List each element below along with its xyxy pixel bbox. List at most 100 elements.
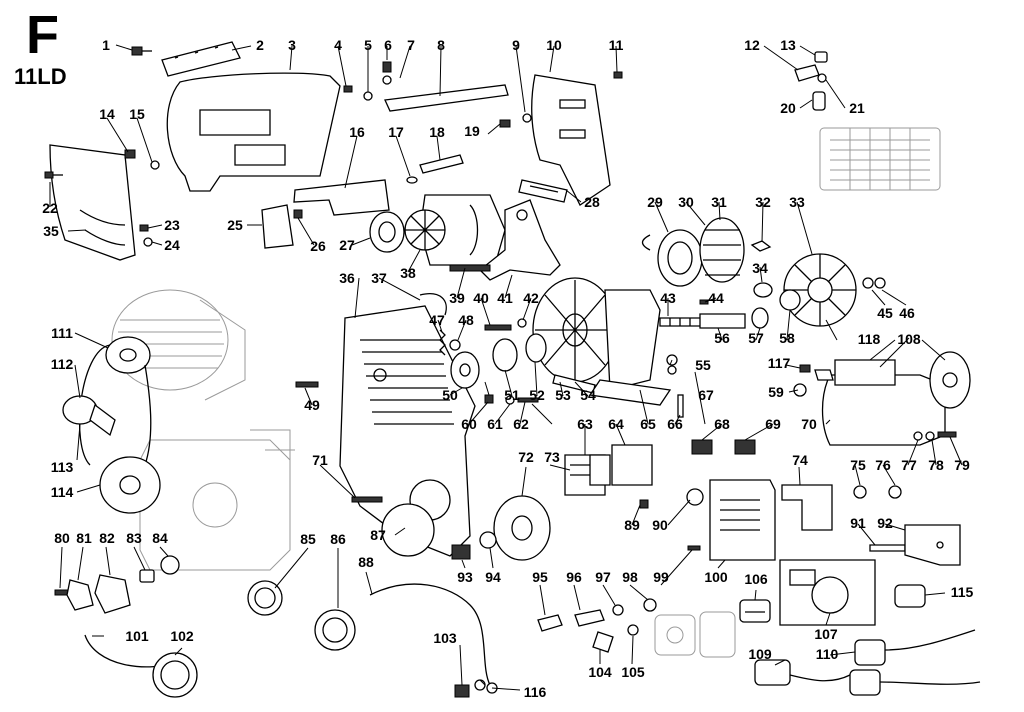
wiring-harness-109	[754, 659, 851, 686]
part-label-81: 81	[76, 530, 92, 546]
control-box-100	[709, 479, 776, 561]
part-label-18: 18	[429, 124, 445, 140]
part-label-35: 35	[43, 223, 59, 239]
part-label-56: 56	[714, 330, 730, 346]
cooling-shroud-3	[166, 72, 341, 192]
part-label-112: 112	[51, 356, 74, 372]
part-label-48: 48	[458, 312, 474, 328]
part-label-92: 92	[877, 515, 893, 531]
clamp-76	[888, 485, 902, 499]
part-label-55: 55	[695, 357, 711, 373]
part-label-117: 117	[768, 355, 791, 371]
part-label-96: 96	[566, 569, 582, 585]
part-label-46: 46	[899, 305, 915, 321]
part-label-102: 102	[170, 628, 194, 644]
starter-motor-70	[821, 359, 946, 446]
angle-bracket-92	[904, 524, 961, 566]
part-label-63: 63	[577, 416, 593, 432]
strap-8	[384, 84, 509, 112]
part-label-28: 28	[584, 194, 600, 210]
clamp-75	[853, 485, 867, 499]
bolt-93	[451, 544, 471, 560]
cap-90	[686, 488, 704, 506]
part-label-11: 11	[609, 37, 624, 53]
control-panel-107	[779, 559, 876, 626]
screw-62	[517, 397, 539, 403]
cable-88	[369, 583, 491, 686]
part-label-80: 80	[54, 530, 70, 546]
plug-83	[139, 569, 155, 583]
part-label-86: 86	[330, 531, 346, 547]
part-label-74: 74	[792, 452, 808, 468]
washer-21	[817, 73, 827, 83]
washer-7	[382, 75, 392, 85]
sprocket-52	[525, 333, 547, 363]
bolt-39	[449, 264, 491, 272]
pin-20	[812, 91, 826, 111]
part-label-1: 1	[102, 37, 110, 53]
part-label-23: 23	[164, 217, 180, 233]
part-label-54: 54	[580, 387, 596, 403]
ghost-engine-block-top-right	[819, 127, 941, 191]
part-label-100: 100	[704, 569, 728, 585]
part-label-9: 9	[512, 37, 520, 53]
terminal-117	[799, 364, 811, 373]
part-label-4: 4	[334, 37, 342, 53]
cover-disc-87	[381, 503, 435, 557]
sender-82	[94, 574, 131, 614]
hub-58	[779, 289, 801, 311]
part-label-7: 7	[407, 37, 415, 53]
screw-67	[667, 365, 677, 375]
part-label-53: 53	[555, 387, 571, 403]
part-label-87: 87	[370, 527, 386, 543]
part-label-45: 45	[877, 305, 893, 321]
part-label-116: 116	[524, 684, 547, 700]
terminal-strip-91	[869, 544, 906, 552]
part-label-105: 105	[621, 664, 645, 680]
screw-4	[343, 85, 353, 93]
side-panel-35	[49, 144, 136, 261]
part-label-30: 30	[678, 194, 694, 210]
nut-77	[913, 431, 923, 441]
part-label-97: 97	[595, 569, 611, 585]
part-label-75: 75	[850, 457, 866, 473]
slot-plate-28	[518, 179, 568, 203]
screw-11	[613, 71, 623, 79]
part-label-20: 20	[780, 100, 796, 116]
bolt-71	[351, 496, 383, 503]
pulley-111	[105, 336, 151, 374]
part-label-89: 89	[624, 517, 640, 533]
part-label-91: 91	[850, 515, 866, 531]
chain-37	[419, 293, 447, 316]
spacer-tube-18	[419, 154, 464, 174]
part-label-115: 115	[951, 584, 974, 600]
part-label-60: 60	[461, 416, 477, 432]
gauge-86	[314, 609, 356, 651]
cap-59	[793, 383, 807, 397]
part-label-24: 24	[164, 237, 180, 253]
fan-cover-10	[531, 74, 611, 206]
part-label-73: 73	[544, 449, 560, 465]
washer-9	[522, 113, 532, 123]
part-label-93: 93	[457, 569, 473, 585]
part-label-99: 99	[653, 569, 669, 585]
connector-103	[454, 684, 470, 698]
part-label-26: 26	[310, 238, 326, 254]
ghost-connectors-bottom	[654, 611, 736, 658]
part-label-78: 78	[928, 457, 944, 473]
part-label-106: 106	[744, 571, 768, 587]
part-label-2: 2	[256, 37, 264, 53]
cover-plate-2	[161, 41, 241, 77]
shaft-sleeve-56	[699, 313, 746, 329]
base-plate-65	[588, 379, 672, 406]
part-label-3: 3	[288, 37, 296, 53]
part-label-59: 59	[768, 384, 784, 400]
part-label-58: 58	[779, 330, 795, 346]
cap-13	[814, 51, 828, 63]
part-label-108: 108	[897, 331, 921, 347]
part-label-72: 72	[518, 449, 534, 465]
part-label-32: 32	[755, 194, 771, 210]
screw-40	[484, 324, 512, 331]
washer-45	[862, 277, 874, 289]
